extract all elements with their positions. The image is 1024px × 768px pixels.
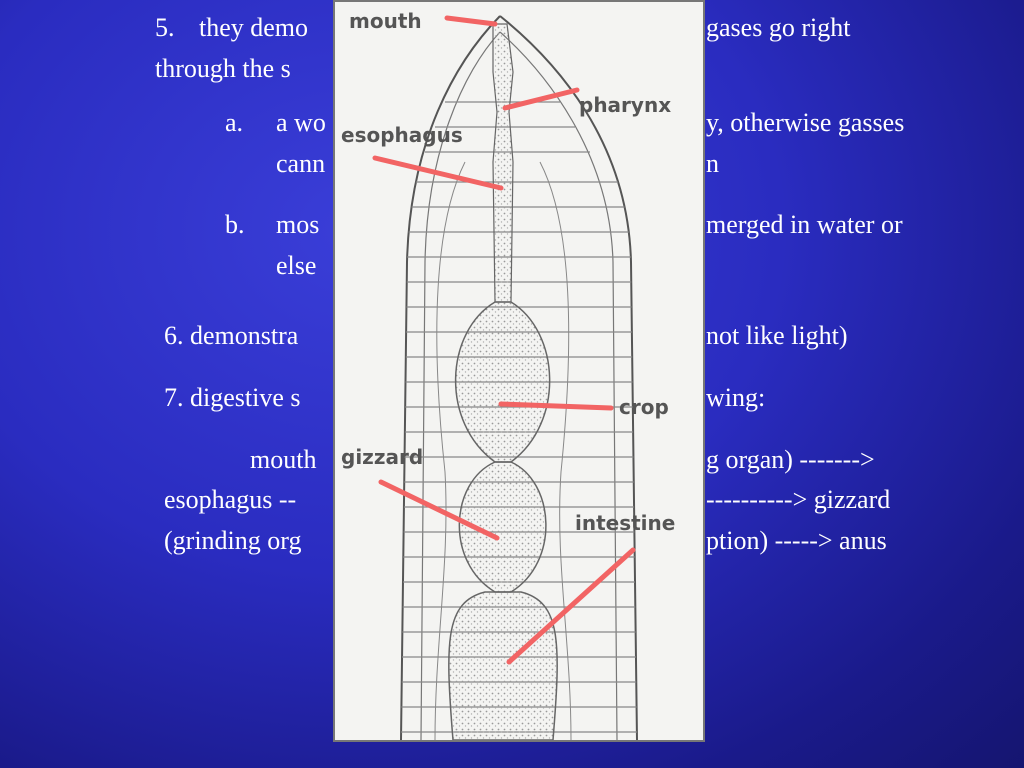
- label-mouth-group: mouth: [349, 9, 498, 33]
- label-mouth: mouth: [349, 9, 422, 33]
- pointer-gizzard: [378, 479, 500, 541]
- label-pharynx: pharynx: [579, 93, 671, 117]
- body-inner-wall: [420, 31, 618, 740]
- flow-line1-right: g organ) ------->: [706, 445, 875, 474]
- pointer-esophagus: [372, 155, 504, 191]
- label-intestine: intestine: [575, 511, 675, 535]
- flow-line3-right: ption) -----> anus: [706, 526, 887, 555]
- item5a-marker: a.: [225, 108, 244, 137]
- item5b-line1: mos: [276, 210, 320, 239]
- item5-number: 5.: [155, 13, 175, 42]
- pointer-pharynx: [502, 87, 580, 111]
- item5a-line1: a wo: [276, 108, 326, 137]
- item6-left: 6. demonstra: [164, 321, 299, 350]
- item7-right: wing:: [706, 383, 766, 412]
- item5b-line2: else: [276, 251, 317, 280]
- flow-line1-left: mouth: [250, 445, 317, 474]
- item5a-line1-right: y, otherwise gasses: [706, 108, 905, 137]
- label-crop: crop: [619, 395, 669, 419]
- digestive-tract: [434, 23, 572, 740]
- item5b-line1-right: merged in water or: [706, 210, 903, 239]
- earthworm-diagram: mouth pharynx esophagus crop gizzard int…: [333, 0, 705, 742]
- label-crop-group: crop: [498, 395, 669, 419]
- item6-right: not like light): [706, 321, 848, 350]
- item7-left: 7. digestive s: [164, 383, 301, 412]
- body-outline: [400, 15, 638, 740]
- item5-line1-right: gases go right: [706, 13, 851, 42]
- label-esophagus-group: esophagus: [341, 123, 504, 191]
- earthworm-drawing: mouth pharynx esophagus crop gizzard int…: [341, 9, 675, 740]
- item5-line1: they demo: [199, 13, 309, 42]
- item5a-line2: cann: [276, 149, 326, 178]
- flow-line3-left: (grinding org: [164, 526, 302, 555]
- flow-line2-left: esophagus --: [164, 485, 297, 514]
- item5b-marker: b.: [225, 210, 245, 239]
- label-pharynx-group: pharynx: [502, 87, 671, 117]
- flow-line2-right: ----------> gizzard: [706, 485, 891, 514]
- label-gizzard-group: gizzard: [341, 445, 500, 541]
- pointer-mouth: [444, 15, 498, 27]
- pointer-intestine: [506, 547, 636, 665]
- label-intestine-group: intestine: [506, 511, 675, 665]
- label-esophagus: esophagus: [341, 123, 463, 147]
- item5-line2: through the s: [155, 54, 291, 83]
- pointer-crop: [498, 401, 614, 411]
- label-gizzard: gizzard: [341, 445, 423, 469]
- item5a-line2-right: n: [706, 149, 719, 178]
